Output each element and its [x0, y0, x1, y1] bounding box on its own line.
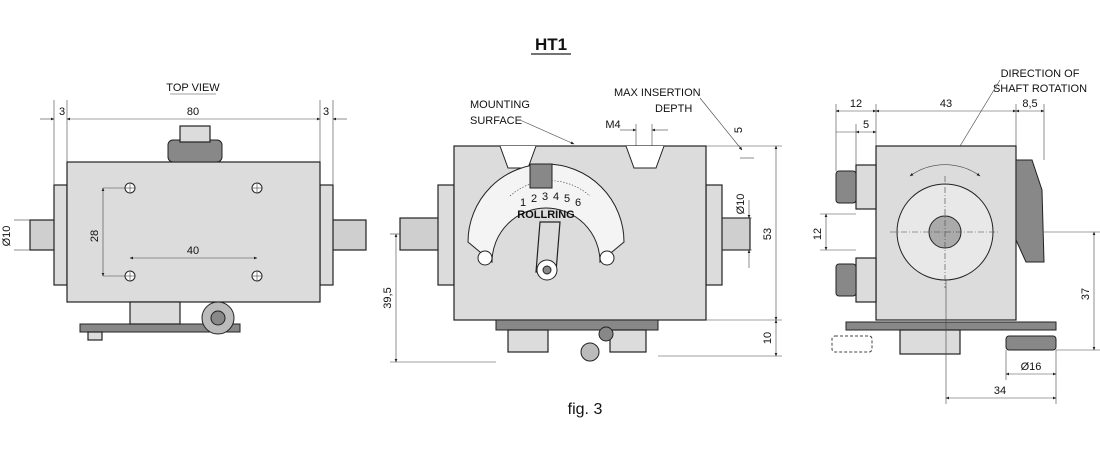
- front-view-lever-top: [529, 163, 553, 189]
- top-view-knob: [167, 139, 223, 163]
- max-insertion-line2: DEPTH: [655, 103, 692, 115]
- front-view-flange-right: [705, 184, 723, 286]
- mounting-surface-line2: SURFACE: [470, 115, 522, 127]
- side-view-knob-top: [835, 170, 857, 204]
- dim-side-37: 37: [1080, 288, 1092, 300]
- dim-front-shaft: Ø10: [735, 194, 747, 215]
- svg-text:2: 2: [531, 193, 537, 205]
- dim-top-80: 80: [187, 106, 199, 118]
- dim-side-5: 5: [863, 119, 869, 131]
- top-view-body: [66, 161, 321, 303]
- brand-text: ROLLRING: [517, 209, 574, 221]
- dim-front-5: 5: [733, 127, 745, 133]
- dim-top-40: 40: [187, 245, 199, 257]
- dim-front-10: 10: [762, 332, 774, 344]
- top-view-label: TOP VIEW: [166, 82, 220, 94]
- dim-side-12-left: 12: [812, 228, 824, 240]
- max-insertion-line1: MAX INSERTION: [614, 87, 701, 99]
- dim-side-8-5: 8,5: [1022, 98, 1037, 110]
- front-view-flange-left: [437, 184, 455, 286]
- top-view-mounting-holes: [124, 182, 263, 282]
- front-view: MOUNTING SURFACE MAX INSERTION DEPTH ROL…: [382, 87, 782, 363]
- top-view-flange-right: [319, 184, 334, 286]
- side-view-lever: [1015, 159, 1045, 263]
- dim-front-39-5: 39,5: [382, 287, 394, 308]
- dim-top-shaft: Ø10: [1, 226, 13, 247]
- dim-side-34: 34: [994, 385, 1006, 397]
- dim-top-3-right: 3: [323, 106, 329, 118]
- dim-front-m4: M4: [605, 119, 620, 131]
- scale-plate: [467, 163, 625, 264]
- figure-caption: fig. 3: [568, 401, 603, 418]
- side-view-knob-bottom: [835, 263, 857, 297]
- dim-front-53: 53: [762, 228, 774, 240]
- top-view-knob-stem: [179, 125, 211, 143]
- direction-label-line1: DIRECTION OF: [1001, 68, 1080, 80]
- mounting-surface-line1: MOUNTING: [470, 99, 530, 111]
- top-view: TOP VIEW: [1, 82, 367, 341]
- svg-text:6: 6: [575, 197, 581, 209]
- side-view-mechanism: [831, 321, 1057, 355]
- dim-side-43: 43: [940, 98, 952, 110]
- front-view-mechanism: [495, 319, 659, 362]
- svg-text:3: 3: [542, 191, 548, 203]
- svg-text:4: 4: [553, 191, 559, 203]
- direction-label-line2: SHAFT ROTATION: [993, 83, 1087, 95]
- dim-top-28: 28: [89, 230, 101, 242]
- svg-text:1: 1: [520, 197, 526, 209]
- dim-side-12-top: 12: [850, 98, 862, 110]
- top-view-flange-left: [53, 184, 68, 286]
- dim-top-3-left: 3: [59, 106, 65, 118]
- dim-side-16: Ø16: [1021, 361, 1042, 373]
- side-view: DIRECTION OF SHAFT ROTATION: [812, 68, 1100, 404]
- scale-digits: 1 2 3 4 5 6: [520, 191, 581, 209]
- svg-text:5: 5: [564, 193, 570, 205]
- top-view-mechanism: [79, 301, 241, 341]
- drawing-title: HT1: [535, 35, 567, 54]
